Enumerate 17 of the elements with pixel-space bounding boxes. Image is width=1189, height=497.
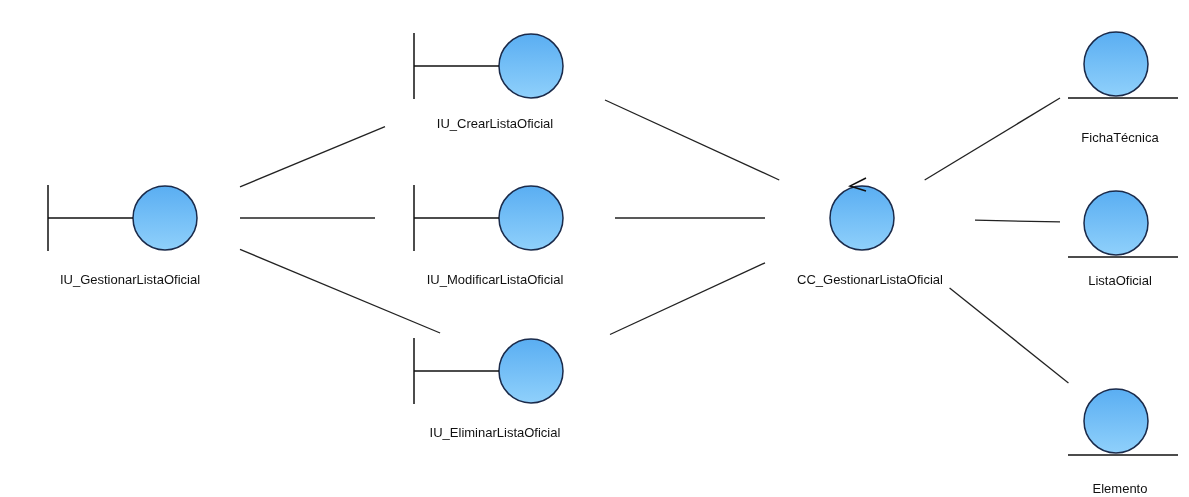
node-label: CC_GestionarListaOficial	[796, 272, 944, 288]
connector-line	[614, 217, 766, 219]
connector-line	[239, 125, 386, 188]
connector-line	[948, 287, 1070, 384]
node-label: IU_ModificarListaOficial	[425, 272, 565, 288]
node-label: Elemento	[1091, 481, 1149, 497]
connector-line	[974, 219, 1061, 223]
node-label: IU_GestionarListaOficial	[58, 272, 202, 288]
connector-line	[239, 248, 441, 334]
node-label: IU_CrearListaOficial	[435, 116, 555, 132]
connector-line	[604, 99, 780, 181]
node-label: FichaTécnica	[1080, 130, 1160, 146]
connector-line	[924, 97, 1061, 181]
connector-line	[239, 217, 376, 219]
node-label: ListaOficial	[1087, 273, 1153, 289]
node-label: IU_EliminarListaOficial	[428, 425, 562, 441]
connector-line	[609, 262, 766, 336]
